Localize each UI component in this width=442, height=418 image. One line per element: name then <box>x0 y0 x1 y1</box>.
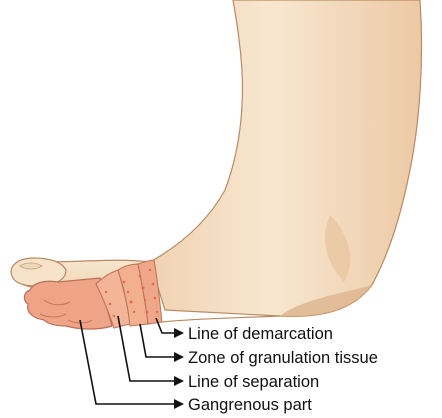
leader-line-separation <box>118 316 174 381</box>
arrowhead-demarcation <box>174 328 184 338</box>
arrowhead-granulation <box>174 352 184 362</box>
label-line-of-demarcation: Line of demarcation <box>188 325 333 343</box>
leader-line-granulation <box>140 324 174 357</box>
foot-illustration <box>11 0 421 329</box>
arrowhead-separation <box>174 376 184 386</box>
label-gangrenous-part: Gangrenous part <box>188 396 312 414</box>
arrowheads <box>174 328 184 409</box>
leg-and-foot-skin <box>150 0 422 316</box>
sole-outline <box>162 316 280 322</box>
label-zone-of-granulation-tissue: Zone of granulation tissue <box>188 349 378 367</box>
arrowhead-gangrenous <box>174 399 184 409</box>
label-line-of-separation: Line of separation <box>188 373 319 391</box>
big-toe-nail <box>20 263 42 269</box>
